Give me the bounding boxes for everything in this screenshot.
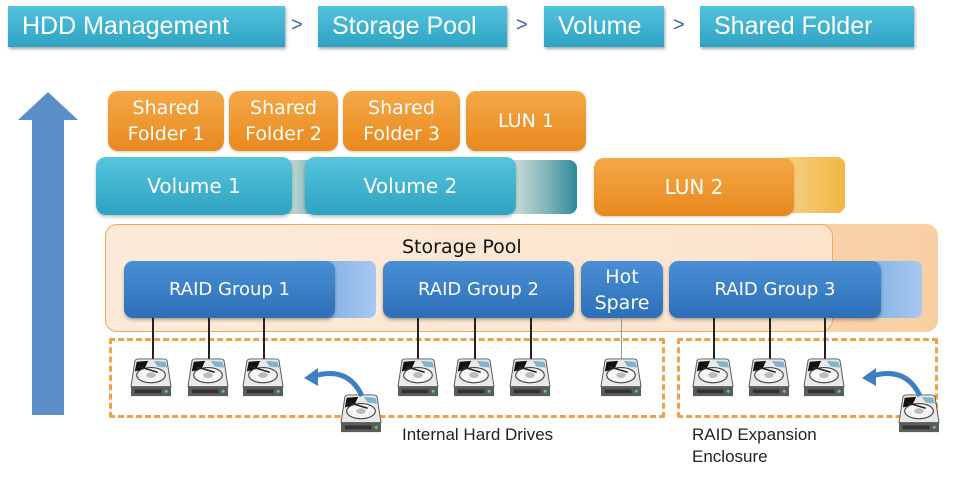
connector-line: [621, 318, 623, 360]
expansion-caption: RAID Expansion Enclosure: [692, 424, 817, 468]
hard-drive-icon: [128, 358, 174, 398]
breadcrumb-volume[interactable]: Volume: [544, 6, 664, 47]
connector-line: [263, 318, 265, 360]
hard-drive-icon: [507, 358, 553, 398]
new-hard-drive-icon: [896, 394, 942, 434]
lun-2[interactable]: LUN 2: [594, 158, 794, 216]
new-hard-drive-icon: [338, 394, 384, 434]
raid-group-2[interactable]: RAID Group 2: [383, 261, 574, 318]
breadcrumb-hdd-management[interactable]: HDD Management: [8, 6, 285, 47]
breadcrumb-storage-pool[interactable]: Storage Pool: [318, 6, 507, 47]
connector-line: [208, 318, 210, 360]
expansion-caption-line: Enclosure: [692, 447, 768, 466]
hard-drive-icon: [598, 358, 644, 398]
hard-drive-icon: [451, 358, 497, 398]
volume-1[interactable]: Volume 1: [96, 157, 292, 215]
connector-line: [417, 318, 419, 360]
internal-drives-caption: Internal Hard Drives: [402, 425, 554, 444]
hard-drive-icon: [185, 358, 231, 398]
connector-line: [824, 318, 826, 360]
storage-pool-label: Storage Pool: [402, 236, 522, 258]
breadcrumb-separator: >: [291, 14, 303, 36]
volume-2[interactable]: Volume 2: [305, 157, 516, 215]
connector-line: [769, 318, 771, 360]
connector-line: [152, 318, 154, 360]
hard-drive-icon: [240, 358, 286, 398]
shared-folder-label: Shared: [132, 97, 200, 119]
shared-folder-label: Folder 3: [363, 123, 440, 145]
hard-drive-icon: [746, 358, 792, 398]
breadcrumb-separator: >: [516, 14, 528, 36]
connector-line: [713, 318, 715, 360]
insert-arrow-icon: [862, 368, 923, 398]
hard-drive-icon: [395, 358, 441, 398]
hard-drive-icon: [801, 358, 847, 398]
breadcrumb-separator: >: [673, 14, 685, 36]
breadcrumb-shared-folder[interactable]: Shared Folder: [700, 6, 914, 47]
up-arrow-icon: [18, 92, 78, 415]
raid-group-3[interactable]: RAID Group 3: [669, 261, 881, 318]
insert-arrow-icon: [304, 368, 365, 398]
shared-folder-label: Folder 2: [245, 123, 322, 145]
shared-folder-label: Folder 1: [127, 123, 205, 145]
hard-drive-icon: [690, 358, 736, 398]
connector-line: [474, 318, 476, 360]
shared-folder-label: Shared: [250, 97, 317, 119]
internal-drives-enclosure: [109, 338, 665, 418]
raid-group-1[interactable]: RAID Group 1: [124, 261, 335, 318]
expansion-caption-line: RAID Expansion: [692, 425, 817, 444]
shared-folder-label: Shared: [368, 97, 435, 119]
volume-2-free-space: [505, 160, 577, 214]
hot-spare-label: Hot: [605, 265, 639, 288]
hot-spare-label: Spare: [594, 291, 650, 314]
connector-line: [530, 318, 532, 360]
lun-1[interactable]: LUN 1: [466, 91, 586, 151]
expansion-enclosure: [677, 338, 938, 418]
